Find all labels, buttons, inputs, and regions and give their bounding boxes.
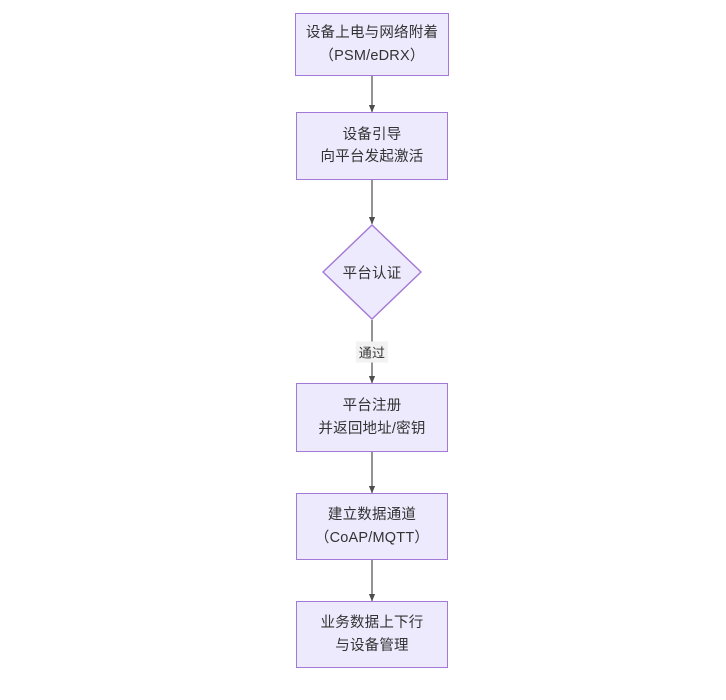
process-node-power-on[interactable]: 设备上电与网络附着 （PSM/eDRX） [295, 13, 449, 76]
node-text-line: 设备上电与网络附着 [305, 25, 439, 42]
node-text-line: 并返回地址/密钥 [318, 420, 426, 437]
edge-label-e3: 通过 [355, 341, 389, 363]
decision-node-label: 平台认证 [342, 265, 402, 282]
process-node-channel[interactable]: 建立数据通道 （CoAP/MQTT） [296, 493, 448, 560]
node-text-line: （CoAP/MQTT） [314, 529, 430, 546]
node-text-line: 设备引导 [342, 126, 402, 143]
decision-node-auth[interactable]: 平台认证 [322, 224, 422, 320]
diamond-shape [322, 224, 422, 320]
node-text-line: 业务数据上下行 [320, 615, 424, 632]
process-node-register[interactable]: 平台注册并返回地址/密钥 [296, 383, 448, 452]
process-node-service[interactable]: 业务数据上下行与设备管理 [296, 601, 448, 668]
node-text-line: （PSM/eDRX） [319, 47, 425, 64]
node-text-line: 与设备管理 [335, 637, 409, 654]
process-node-bootstrap[interactable]: 设备引导向平台发起激活 [296, 112, 448, 180]
node-text-line: 平台注册 [342, 398, 402, 415]
node-text-line: 向平台发起激活 [320, 149, 424, 165]
node-text-line: 建立数据通道 [327, 507, 417, 524]
